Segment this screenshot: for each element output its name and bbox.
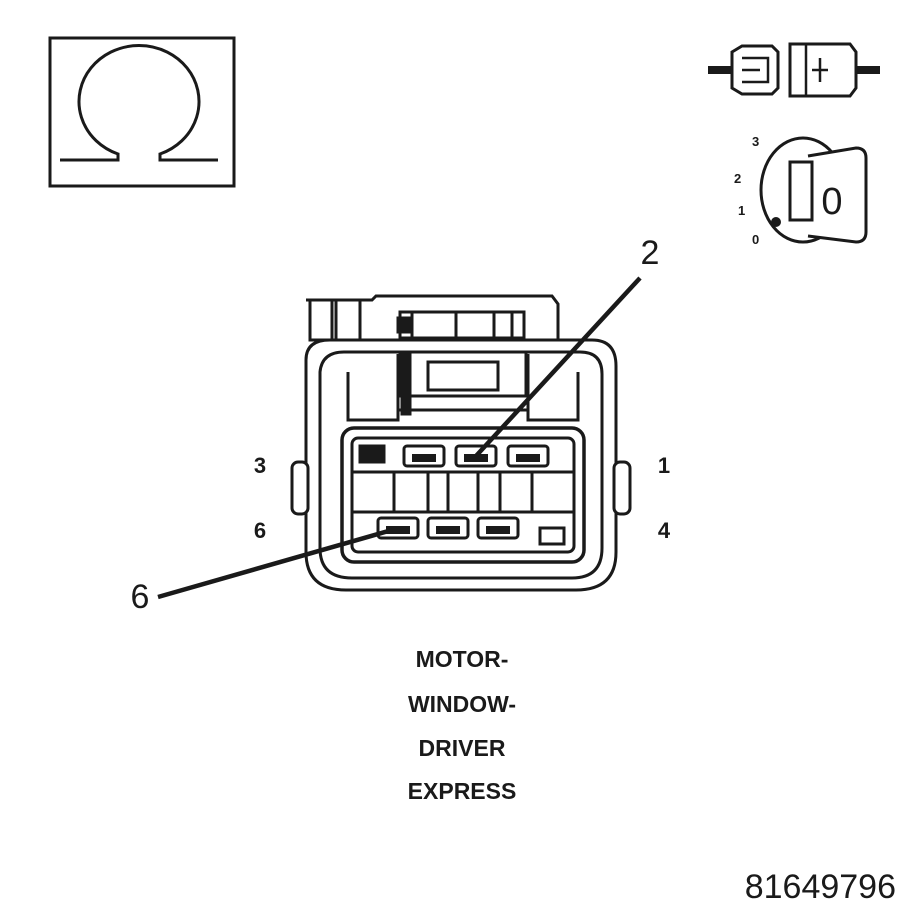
terminal-row-bottom	[376, 516, 520, 540]
key-position-label: 3	[752, 134, 759, 149]
key-position-label: 1	[738, 203, 745, 218]
callout-leader-2	[474, 276, 642, 458]
callout-label-2: 2	[641, 234, 660, 272]
pin-label-top-right: 1	[658, 453, 670, 478]
pin-label-bottom-left: 6	[254, 518, 266, 543]
callout-label-6: 6	[131, 578, 150, 616]
figure-number: 81649796	[745, 868, 896, 906]
terminal-row-top	[402, 444, 550, 468]
pin-label-bottom-right: 4	[658, 518, 671, 543]
callout-leader-6	[157, 527, 393, 600]
key-position-label: 0	[752, 232, 759, 247]
disconnected-connector-icon	[708, 42, 880, 98]
key-position-label: 2	[734, 171, 741, 186]
title-line: WINDOW-	[408, 691, 516, 717]
ignition-key-icon: 0 3 2 1 0	[734, 134, 868, 247]
title-line: EXPRESS	[408, 778, 517, 804]
key-switch-label: 0	[821, 181, 842, 223]
title-line: DRIVER	[419, 735, 506, 761]
ohmmeter-icon	[48, 36, 236, 188]
pin-label-top-left: 3	[254, 453, 266, 478]
title-line: MOTOR-	[416, 646, 509, 672]
